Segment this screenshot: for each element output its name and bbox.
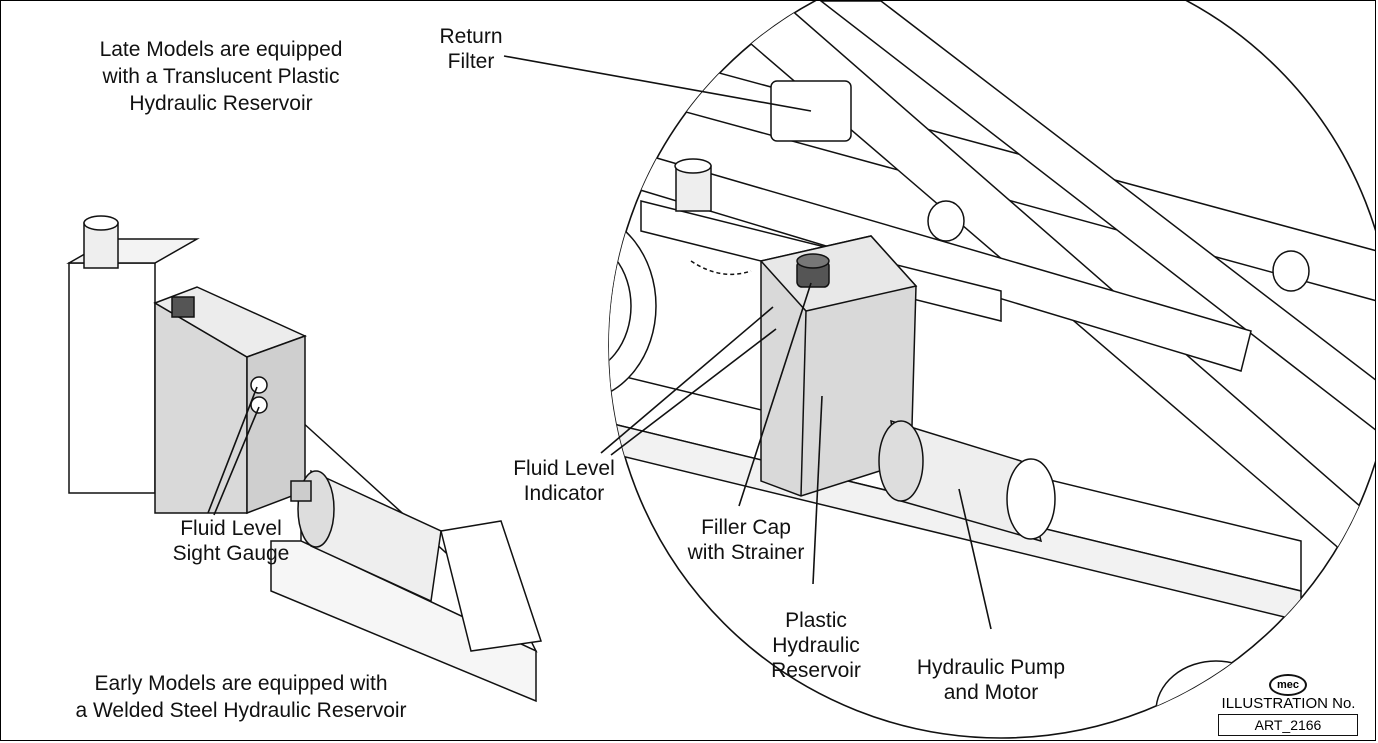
- fluid-level-indicator-leader-1: [600, 306, 774, 454]
- plastic-reservoir-line-1: Plastic: [785, 609, 847, 632]
- mec-logo: mec: [1269, 674, 1307, 696]
- fluid-level-indicator-leader-2: [610, 328, 777, 456]
- illustration-number: ART_2166: [1218, 714, 1358, 736]
- return-filter-line-1: Return: [439, 25, 503, 48]
- leader-lines: [207, 55, 992, 630]
- plastic-reservoir-line-2: Hydraulic: [772, 634, 860, 657]
- pump-motor-line-2: and Motor: [943, 681, 1039, 704]
- sight-gauge-leader-1: [207, 386, 258, 514]
- early-models-line-2: a Welded Steel Hydraulic Reservoir: [75, 699, 407, 722]
- illustration-badge: mec ILLUSTRATION No. ART_2166: [1213, 674, 1364, 736]
- early-models-note: Early Models are equipped with a Welded …: [31, 670, 451, 724]
- fluid-level-indicator-label: Fluid Level Indicator: [489, 456, 639, 506]
- sight-gauge-line-1: Fluid Level: [180, 517, 282, 540]
- pump-motor-leader: [958, 488, 992, 630]
- plastic-reservoir-label: Plastic Hydraulic Reservoir: [746, 608, 886, 683]
- pump-motor-label: Hydraulic Pump and Motor: [896, 655, 1086, 705]
- plastic-reservoir-line-3: Reservoir: [771, 659, 861, 682]
- late-models-note: Late Models are equipped with a Transluc…: [31, 36, 411, 117]
- filler-cap-label: Filler Cap with Strainer: [661, 515, 831, 565]
- plastic-reservoir-leader: [812, 395, 823, 585]
- fluid-level-indicator-line-1: Fluid Level: [513, 457, 615, 480]
- illustration-caption: ILLUSTRATION No.: [1221, 695, 1356, 712]
- fluid-level-indicator-line-2: Indicator: [523, 482, 605, 505]
- filler-cap-line-2: with Strainer: [687, 541, 805, 564]
- late-models-line-3: Hydraulic Reservoir: [129, 92, 313, 115]
- pump-motor-line-1: Hydraulic Pump: [916, 656, 1066, 679]
- return-filter-leader: [503, 55, 812, 112]
- filler-cap-line-1: Filler Cap: [701, 516, 791, 539]
- sight-gauge-label: Fluid Level Sight Gauge: [151, 516, 311, 566]
- return-filter-label: Return Filter: [421, 24, 521, 74]
- late-models-line-1: Late Models are equipped: [99, 38, 343, 61]
- sight-gauge-leader-2: [213, 406, 260, 516]
- filler-cap-leader: [738, 282, 812, 507]
- late-models-line-2: with a Translucent Plastic: [102, 65, 340, 88]
- return-filter-line-2: Filter: [447, 50, 495, 73]
- late-model-assembly: [609, 1, 1375, 738]
- sight-gauge-line-2: Sight Gauge: [172, 542, 290, 565]
- early-models-line-1: Early Models are equipped with: [94, 672, 388, 695]
- early-model-assembly: [66, 215, 542, 703]
